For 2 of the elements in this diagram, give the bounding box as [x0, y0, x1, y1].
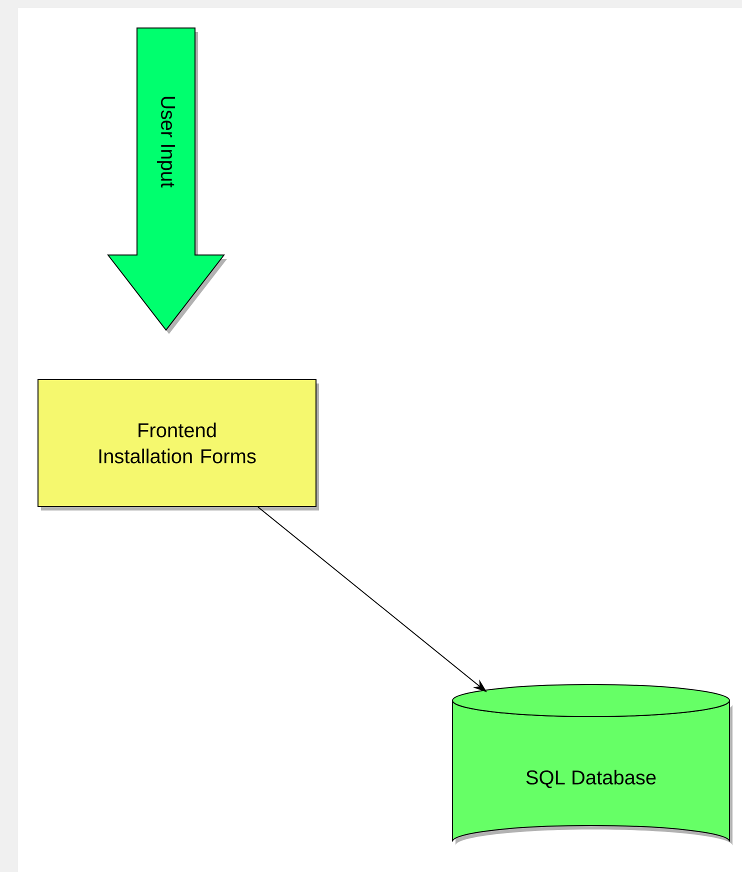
- database-cylinder: SQL Database: [452, 684, 732, 846]
- process-box: Frontend Installation Forms: [38, 379, 319, 510]
